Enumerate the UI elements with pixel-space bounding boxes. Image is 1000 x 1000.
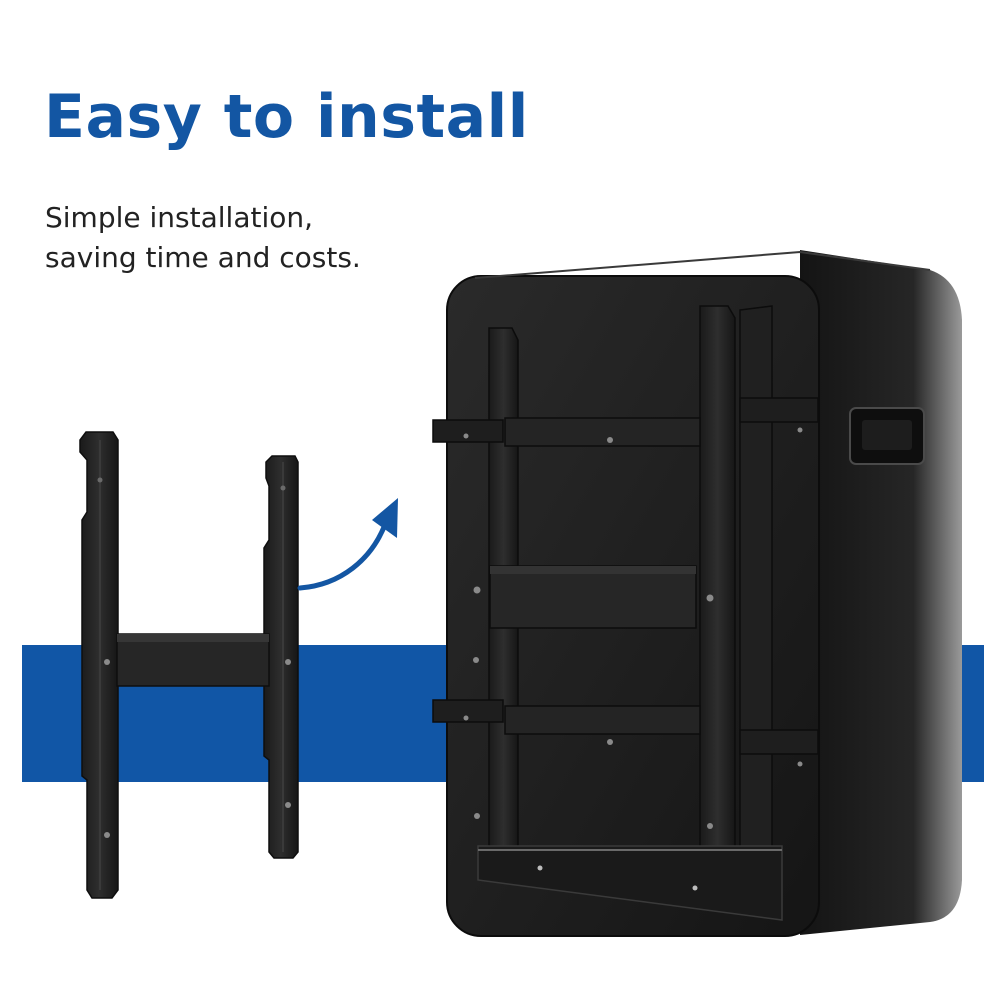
battery-cabinet-icon [432, 250, 962, 937]
subtext: Simple installation, saving time and cos… [45, 198, 361, 278]
curved-arrow-icon [297, 498, 398, 591]
wall-mount-bracket-icon [79, 431, 299, 899]
subtext-line-2: saving time and costs. [45, 241, 361, 274]
headline: Easy to install [44, 82, 529, 152]
subtext-line-1: Simple installation, [45, 201, 314, 234]
